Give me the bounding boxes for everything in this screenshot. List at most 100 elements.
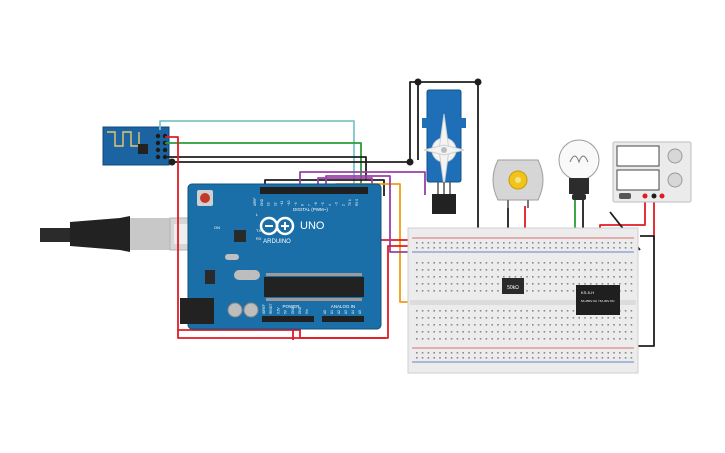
- pin-label: Vin: [305, 309, 309, 314]
- breadboard-hole: [462, 242, 464, 244]
- breadboard-hole: [526, 331, 528, 333]
- breadboard-hole: [572, 276, 575, 278]
- pin-label: ~10: [287, 200, 291, 206]
- breadboard-hole: [619, 269, 621, 271]
- analog-header: [322, 316, 364, 322]
- pin-label: A0: [323, 310, 327, 314]
- breadboard-hole: [485, 269, 488, 271]
- breadboard-hole: [462, 269, 464, 271]
- breadboard-hole: [456, 310, 459, 312]
- power-supply: [612, 141, 692, 203]
- breadboard-hole: [520, 352, 522, 354]
- breadboard-hole: [595, 262, 598, 264]
- breadboard-hole: [439, 247, 441, 249]
- breadboard-hole: [479, 262, 482, 264]
- breadboard-hole: [497, 357, 499, 359]
- breadboard-hole: [624, 310, 627, 312]
- breadboard-hole: [508, 357, 511, 359]
- breadboard-hole: [549, 290, 551, 292]
- brand-label: ARDUINO: [263, 239, 291, 245]
- breadboard-hole: [607, 242, 609, 244]
- breadboard-hole: [619, 324, 621, 326]
- breadboard-hole: [566, 310, 569, 312]
- breadboard-hole: [584, 331, 586, 333]
- breadboard-hole: [584, 317, 586, 319]
- breadboard-hole: [485, 262, 488, 264]
- breadboard-hole: [566, 357, 569, 359]
- breadboard-hole: [468, 247, 470, 249]
- pin-label: 8: [301, 204, 305, 206]
- breadboard-hole: [491, 310, 493, 312]
- breadboard-hole: [497, 276, 499, 278]
- breadboard-hole: [456, 276, 459, 278]
- breadboard-hole: [479, 290, 482, 292]
- breadboard-hole: [543, 324, 546, 326]
- breadboard-hole: [520, 269, 522, 271]
- breadboard-hole: [474, 283, 476, 285]
- breadboard-hole: [619, 352, 621, 354]
- breadboard-hole: [561, 352, 563, 354]
- breadboard-hole: [468, 283, 470, 285]
- breadboard-hole: [433, 310, 435, 312]
- breadboard-hole: [555, 247, 557, 249]
- breadboard-hole: [572, 269, 575, 271]
- breadboard-hole: [474, 324, 476, 326]
- breadboard-hole: [450, 357, 453, 359]
- breadboard-hole: [532, 317, 534, 319]
- breadboard-hole: [445, 247, 447, 249]
- breadboard-hole: [590, 247, 592, 249]
- breadboard-hole: [537, 317, 540, 319]
- breadboard-hole: [607, 276, 609, 278]
- breadboard-hole: [590, 269, 592, 271]
- breadboard-hole: [433, 331, 435, 333]
- breadboard-hole: [630, 290, 633, 292]
- breadboard-hole: [433, 357, 435, 359]
- breadboard-hole: [439, 242, 441, 244]
- breadboard-hole: [613, 352, 615, 354]
- breadboard-hole: [520, 310, 522, 312]
- breadboard-hole: [421, 357, 424, 359]
- wire-purple: [299, 171, 426, 195]
- power-jack: [180, 298, 214, 324]
- breadboard-hole: [526, 338, 528, 340]
- breadboard-hole: [479, 338, 482, 340]
- breadboard-hole: [595, 338, 598, 340]
- breadboard-hole: [584, 352, 586, 354]
- light-bulb: [558, 139, 600, 200]
- breadboard-hole: [584, 276, 586, 278]
- breadboard-hole: [526, 290, 528, 292]
- breadboard-hole: [549, 310, 551, 312]
- breadboard-hole: [543, 310, 546, 312]
- breadboard-hole: [532, 324, 534, 326]
- breadboard-hole: [479, 331, 482, 333]
- breadboard-hole: [566, 290, 569, 292]
- breadboard-hole: [456, 331, 459, 333]
- breadboard-hole: [450, 242, 453, 244]
- breadboard-hole: [537, 324, 540, 326]
- breadboard-hole: [601, 324, 604, 326]
- breadboard-hole: [520, 338, 522, 340]
- breadboard-hole: [630, 242, 633, 244]
- breadboard-hole: [421, 247, 424, 249]
- breadboard-hole: [445, 324, 447, 326]
- breadboard-hole: [439, 310, 441, 312]
- breadboard-hole: [514, 247, 517, 249]
- breadboard-hole: [416, 276, 418, 278]
- breadboard-hole: [503, 352, 505, 354]
- breadboard-hole: [416, 247, 418, 249]
- breadboard-hole: [416, 310, 418, 312]
- breadboard-hole: [619, 357, 621, 359]
- breadboard-hole: [607, 283, 609, 285]
- breadboard-hole: [491, 247, 493, 249]
- breadboard-hole: [572, 324, 575, 326]
- breadboard-hole: [619, 276, 621, 278]
- breadboard-hole: [526, 357, 528, 359]
- svg-text:TX: TX: [256, 228, 261, 233]
- breadboard-hole: [485, 310, 488, 312]
- breadboard-hole: [532, 352, 534, 354]
- breadboard-hole: [445, 310, 447, 312]
- breadboard-hole: [624, 247, 627, 249]
- pin-label: GND: [291, 306, 295, 314]
- breadboard-hole: [427, 269, 430, 271]
- breadboard-hole: [474, 357, 476, 359]
